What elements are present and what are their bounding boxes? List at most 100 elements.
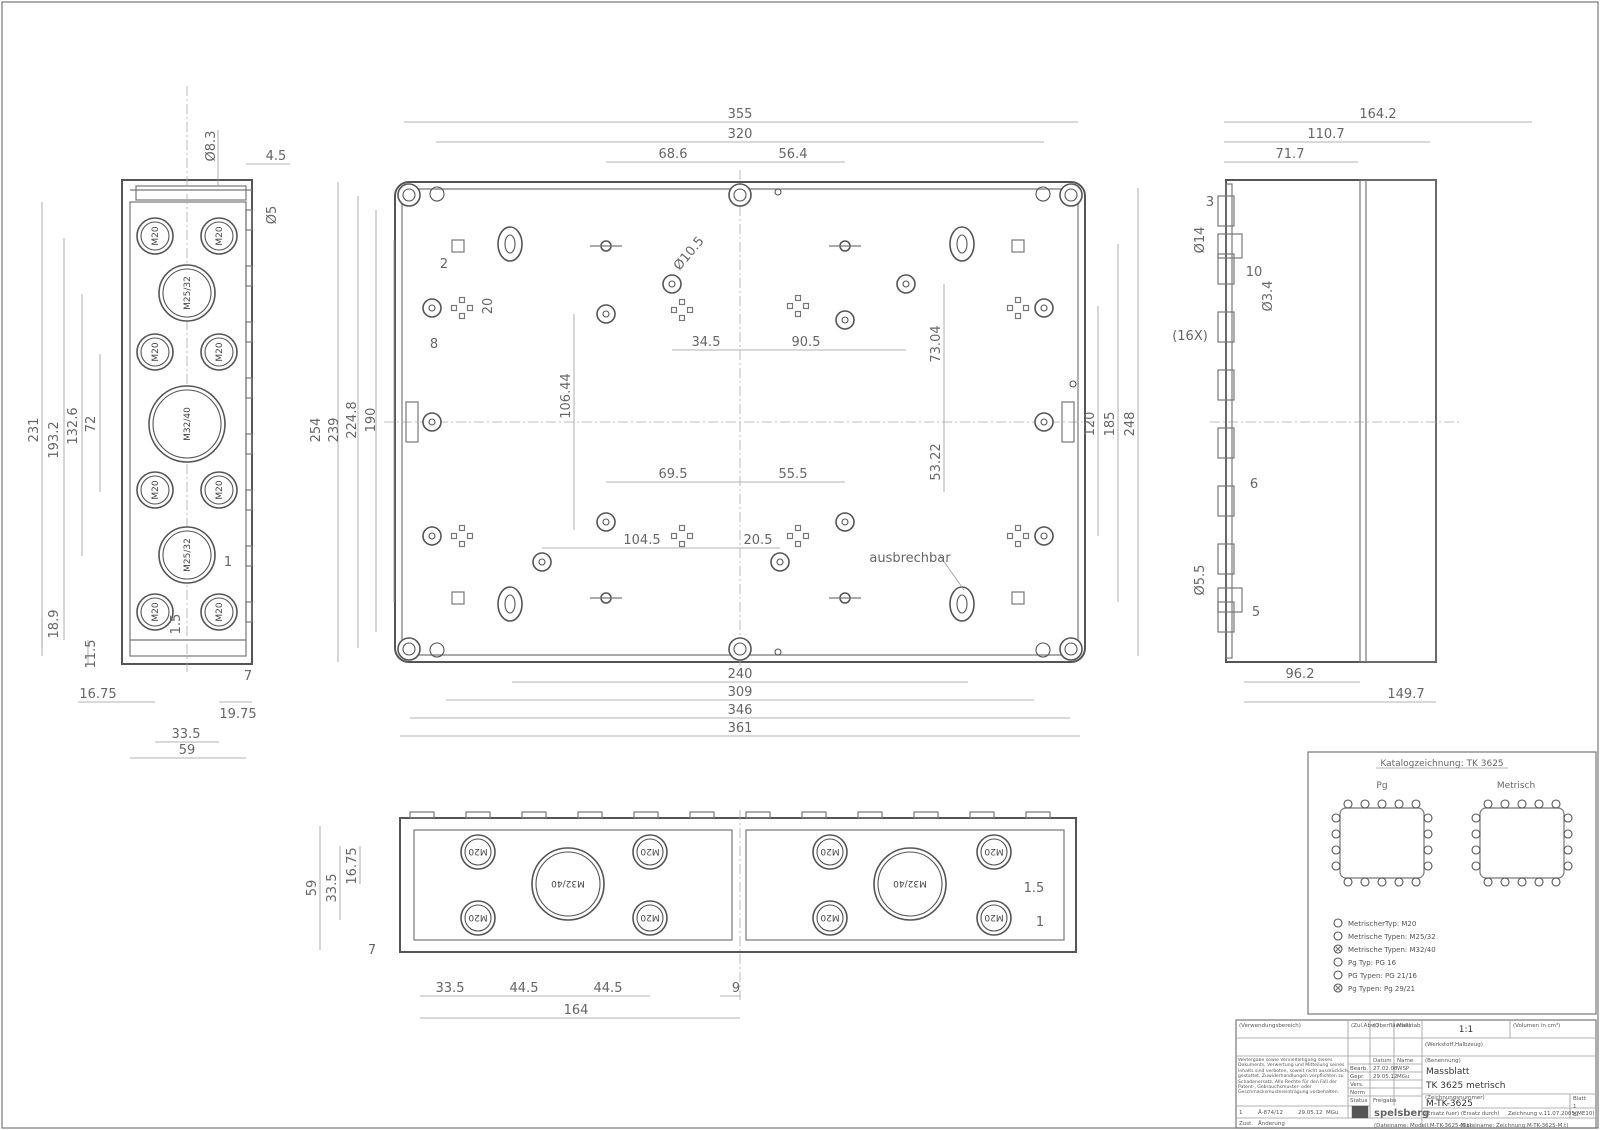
bottom-gland-right-2-label: M20 <box>984 846 1003 856</box>
front-dim-dia-10-5: Ø10.5 <box>671 234 708 274</box>
mount-boss-12 <box>422 526 442 546</box>
left-gland-9-label: M20 <box>151 602 161 621</box>
bottom-gland-left-3: M20 <box>460 900 496 936</box>
slot-inner-0 <box>504 234 516 254</box>
left-gland-6-outer <box>136 471 174 509</box>
side-clip <box>1217 543 1235 575</box>
front-dim-361: 361 <box>728 721 753 736</box>
mount-boss-core-10 <box>428 418 436 426</box>
cross-mark-2-2 <box>794 294 802 302</box>
left-gland-6: M20 <box>136 471 174 509</box>
side-clip <box>1217 195 1235 227</box>
metric-diagram-frame <box>1479 807 1565 879</box>
left-wall-rib <box>245 601 253 623</box>
left-gland-4-label: M20 <box>215 342 225 361</box>
cross-mark-5-0 <box>670 532 678 540</box>
bottom-gland-left-0: M20 <box>460 834 496 870</box>
square-pad-1 <box>1011 239 1025 253</box>
catalog-legend-box: Katalogzeichnung: TK 3625 Pg Metrisch Me… <box>1307 751 1597 1015</box>
cross-mark-3-0 <box>1006 304 1014 312</box>
cross-mark-6-3 <box>794 540 802 548</box>
left-dim-dia-5: Ø5 <box>265 206 280 225</box>
bottom-dim-33-5-h: 33.5 <box>436 981 465 996</box>
left-gland-7-outer <box>200 471 238 509</box>
bottom-gland-right-3-inner <box>816 904 844 932</box>
right-dim-110-7: 110.7 <box>1307 127 1344 142</box>
bottom-gland-right-0-outer <box>812 834 848 870</box>
small-hole-1 <box>774 648 782 656</box>
left-gland-10: M20 <box>200 593 238 631</box>
left-gland-1-inner <box>204 221 234 251</box>
left-gland-10-label: M20 <box>215 602 225 621</box>
tb-bearb-date: 27.02.08 <box>1373 1066 1398 1072</box>
bottom-gland-right-0-inner <box>816 838 844 866</box>
mount-boss-core-12 <box>428 532 436 540</box>
left-gland-9-inner <box>140 597 170 627</box>
front-dim-320: 320 <box>728 127 753 142</box>
bottom-gland-right-4-inner <box>980 904 1008 932</box>
bottom-dim-9: 9 <box>732 981 740 996</box>
left-dim-132: 132.6 <box>66 407 81 444</box>
bottom-dim-164: 164 <box>564 1003 589 1018</box>
front-dim-2: 2 <box>440 257 448 272</box>
left-wall-rib <box>245 209 253 231</box>
tb-name: Name <box>1397 1058 1414 1064</box>
metric-diagram-entry-8 <box>1551 799 1561 809</box>
cross-mark-1-3 <box>678 314 686 322</box>
bottom-gland-left-1: M32/40 <box>531 847 605 921</box>
metric-diagram-entry-4 <box>1517 799 1527 809</box>
corner-screw-0 <box>397 183 421 207</box>
front-dim-248: 248 <box>1123 412 1138 437</box>
cross-mark-5-1 <box>686 532 694 540</box>
bottom-top-rib <box>633 811 659 819</box>
bottom-gland-left-2-outer <box>632 834 668 870</box>
metric-diagram-entry-9 <box>1551 877 1561 887</box>
corner-screw-inner-2 <box>402 642 416 656</box>
front-dim-254: 254 <box>309 418 324 443</box>
bottom-gland-right-1-inner <box>877 851 943 917</box>
front-dim-68-6: 68.6 <box>659 147 688 162</box>
bottom-gland-left-1-outer <box>531 847 605 921</box>
pg-diagram-entry-9 <box>1411 877 1421 887</box>
left-gland-2: M25/32 <box>158 264 216 322</box>
mount-boss-5 <box>835 512 855 532</box>
mount-boss-core-6 <box>538 558 546 566</box>
cross-mark-7-0 <box>1006 532 1014 540</box>
left-gland-3-outer <box>136 333 174 371</box>
bottom-top-rib <box>913 811 939 819</box>
tb-gepr-name: MGu <box>1397 1074 1410 1080</box>
left-gland-10-outer <box>200 593 238 631</box>
bottom-gland-left-4: M20 <box>632 900 668 936</box>
left-gland-3-inner <box>140 337 170 367</box>
left-wall-rib <box>245 489 253 511</box>
corner-screw-inner-3 <box>1064 642 1078 656</box>
tb-gepr: Gepr. <box>1350 1074 1365 1080</box>
tb-norm: Norm <box>1350 1090 1365 1096</box>
left-dim-33-5: 33.5 <box>172 727 201 742</box>
left-gland-8-outer <box>158 526 216 584</box>
corner-screw-4 <box>728 183 752 207</box>
legend-entry-2: Metrische Typen: M32/40 <box>1348 946 1436 954</box>
tb-blatt-no: 1 <box>1573 1104 1577 1110</box>
side-tab-right <box>1061 401 1075 443</box>
left-wall-rib <box>245 321 253 343</box>
tb-bl: Bl. <box>1573 1112 1580 1118</box>
left-dim-11-5: 11.5 <box>84 640 99 669</box>
side-screw-1 <box>1217 587 1243 613</box>
company-logo-icon <box>1351 1105 1369 1119</box>
front-dim-120: 120 <box>1083 412 1098 437</box>
legend-x-b-5 <box>1334 984 1342 992</box>
legend-entry-5: Pg Typen: Pg 29/21 <box>1348 985 1415 993</box>
left-gland-4-outer <box>200 333 238 371</box>
bottom-gland-right-1-label: M32/40 <box>893 878 927 888</box>
right-dim-6: 6 <box>1250 477 1258 492</box>
front-dim-104-5: 104.5 <box>623 533 660 548</box>
bottom-top-rib <box>745 811 771 819</box>
right-dim-164-2: 164.2 <box>1359 107 1396 122</box>
tb-volumen: (Volumen in cm³) <box>1513 1022 1560 1029</box>
left-dim-4-5: 4.5 <box>266 149 287 164</box>
bottom-gland-left-3-label: M20 <box>468 912 487 922</box>
tb-status: Status <box>1350 1098 1368 1104</box>
side-clip <box>1217 253 1235 285</box>
